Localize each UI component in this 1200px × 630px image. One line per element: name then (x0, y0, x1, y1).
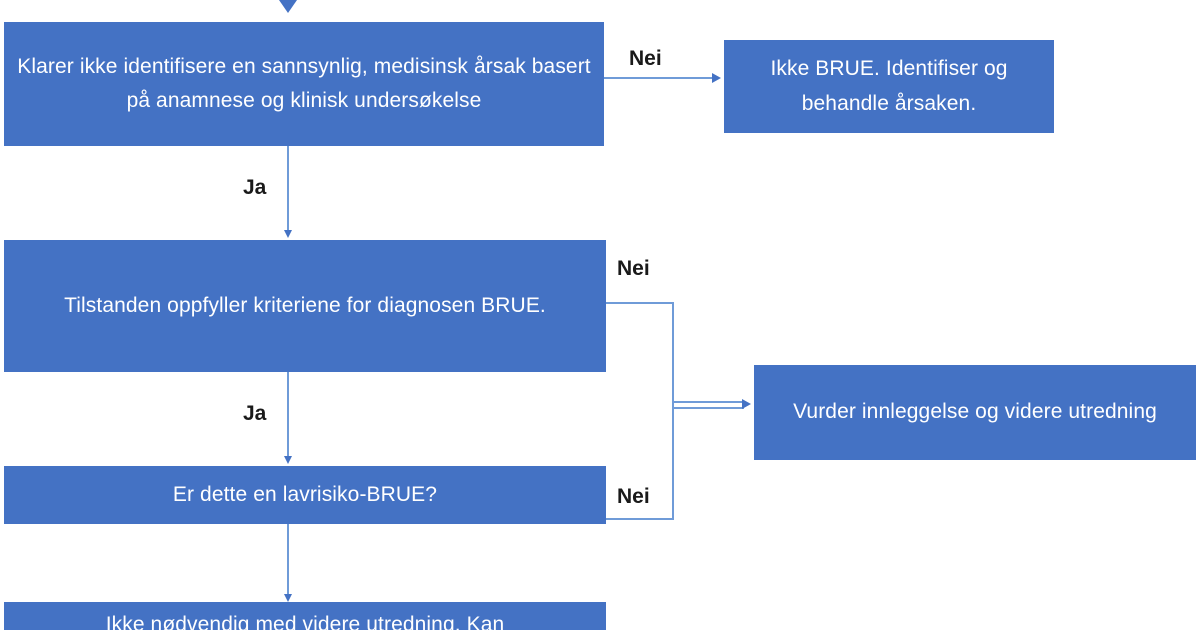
edge-label-no-1: Nei (629, 47, 662, 70)
edge-label-yes-2: Ja (243, 402, 267, 425)
node-no-further[interactable]: Ikke nødvendig med videre utredning. Kan (4, 602, 606, 630)
node-admit-consider-label: Vurder innleggelse og videre utredning (793, 400, 1157, 424)
node-admit-consider[interactable]: Vurder innleggelse og videre utredning (754, 365, 1196, 460)
node-no-further-label: Ikke nødvendig med videre utredning. Kan (105, 613, 505, 630)
edge-arrowhead-criteria-icon (284, 230, 292, 238)
edge-merge-to-admit-top (672, 401, 744, 403)
node-not-brue[interactable]: Ikke BRUE. Identifiser og behandle årsak… (724, 40, 1054, 133)
edge-criteria-to-lowrisk (287, 372, 289, 458)
edge-criteria-no-vertical (672, 302, 674, 406)
edge-identify-to-not-brue (604, 77, 714, 79)
node-meets-criteria-label: Tilstanden oppfyller kriteriene for diag… (64, 293, 546, 317)
edge-identify-to-criteria (287, 146, 289, 232)
edge-label-yes-1: Ja (243, 176, 267, 199)
edge-arrowhead-admit-icon (742, 399, 751, 409)
edge-lowrisk-to-nofurther (287, 524, 289, 598)
edge-criteria-no-horizontal (606, 302, 674, 304)
node-not-brue-label: Ikke BRUE. Identifiser og behandle årsak… (770, 57, 1008, 115)
node-identify-cause[interactable]: Klarer ikke identifisere en sannsynlig, … (4, 22, 604, 146)
node-low-risk[interactable]: Er dette en lavrisiko-BRUE? (4, 466, 606, 524)
node-meets-criteria[interactable]: Tilstanden oppfyller kriteriene for diag… (4, 240, 606, 372)
node-low-risk-label: Er dette en lavrisiko-BRUE? (172, 482, 438, 506)
edge-arrowhead-nofurther-icon (284, 594, 292, 602)
edge-lowrisk-no-horizontal (606, 518, 674, 520)
edge-label-no-3: Nei (617, 485, 650, 508)
edge-arrowhead-not-brue-icon (712, 73, 721, 83)
edge-arrowhead-lowrisk-icon (284, 456, 292, 464)
edge-merge-to-admit-bottom (672, 407, 744, 409)
node-identify-cause-label: Klarer ikke identifisere en sannsynlig, … (17, 54, 591, 112)
edge-label-no-2: Nei (617, 257, 650, 280)
incoming-arrowhead-icon (279, 0, 297, 13)
edge-lowrisk-no-vertical (672, 404, 674, 520)
